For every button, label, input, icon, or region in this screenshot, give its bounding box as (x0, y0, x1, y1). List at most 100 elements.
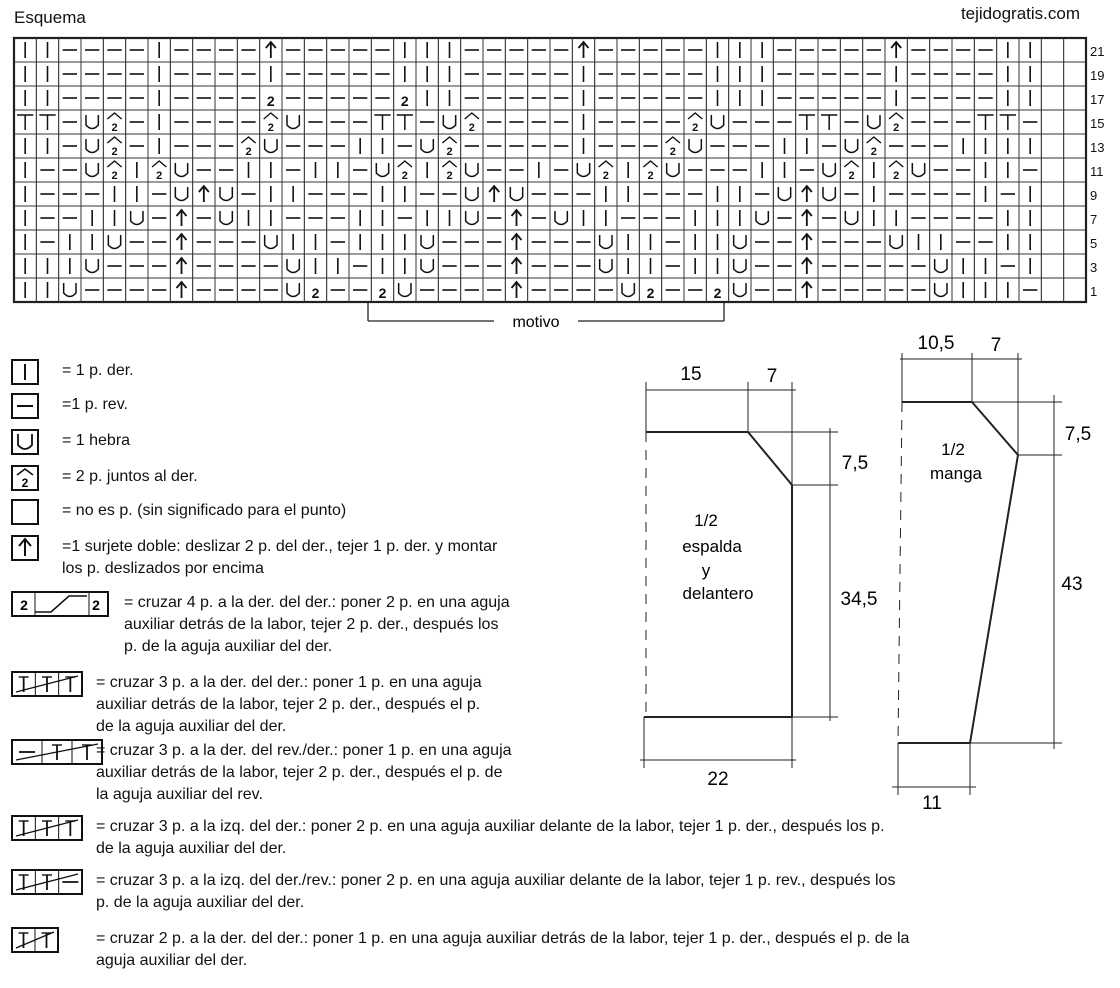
yarn-over-mark (822, 187, 837, 202)
legend-text: = cruzar 3 p. a la der. del der.: poner … (96, 674, 482, 735)
svg-text:2: 2 (871, 146, 877, 158)
legend-symbol-icon (11, 535, 39, 561)
yarn-over-mark (375, 163, 390, 178)
yarn-over-mark (732, 235, 747, 250)
body-dim-right-upper: 7,5 (842, 453, 868, 474)
legend-text: =1 surjete doble: deslizar 2 p. del der.… (62, 538, 498, 577)
yarn-over-mark (286, 259, 301, 274)
legend-text: = cruzar 2 p. a la der. del der.: poner … (96, 930, 910, 969)
legend-text: = 1 hebra (62, 432, 131, 449)
k2tog-mark (263, 112, 279, 120)
svg-text:2: 2 (446, 146, 452, 158)
yarn-over-mark (576, 163, 591, 178)
cable-mark: 2 (647, 285, 655, 301)
yarn-over-mark (107, 235, 122, 250)
yarn-over-mark (755, 211, 770, 226)
yarn-over-mark (777, 187, 792, 202)
k2tog-mark (665, 136, 681, 144)
yarn-over-mark (129, 211, 144, 226)
yarn-over-mark (397, 283, 412, 298)
yarn-over-mark (822, 163, 837, 178)
legend-symbol-icon (11, 815, 83, 841)
legend-symbol-icon (11, 927, 59, 953)
body-label-line3: y (702, 561, 711, 580)
body-label-line2: espalda (682, 537, 742, 556)
k2tog-mark (441, 136, 458, 144)
svg-text:2: 2 (647, 170, 653, 182)
yarn-over-mark (732, 259, 747, 274)
motivo-label: motivo (512, 314, 559, 331)
svg-text:2: 2 (402, 170, 408, 182)
chart-cell (1063, 277, 1087, 303)
svg-text:2: 2 (692, 122, 698, 134)
k2tog-mark (866, 136, 882, 144)
yarn-over-mark (598, 235, 613, 250)
k2tog-mark (642, 160, 659, 168)
svg-text:2: 2 (22, 476, 29, 490)
legend-symbol-icon (11, 671, 83, 697)
yarn-over-mark (174, 187, 189, 202)
body-dim-top-left: 15 (680, 364, 701, 385)
yarn-over-mark (263, 139, 278, 154)
body-schematic: 1/2 espalda y delantero 15 7 7,5 34,5 22 (640, 364, 877, 790)
yarn-over-mark (464, 163, 479, 178)
row-number: 1 (1090, 284, 1097, 299)
yarn-over-mark (286, 115, 301, 130)
cable-mark: 2 (379, 285, 387, 301)
k2tog-mark (888, 160, 904, 168)
svg-text:2: 2 (20, 597, 28, 613)
yarn-over-mark (219, 187, 234, 202)
body-label-line1: 1/2 (694, 511, 718, 530)
k2tog-mark (106, 160, 123, 168)
svg-text:2: 2 (268, 122, 274, 134)
yarn-over-mark (844, 139, 859, 154)
yarn-over-mark (420, 139, 435, 154)
cable-mark: 2 (312, 285, 320, 301)
row-number: 21 (1090, 44, 1104, 59)
legend-text: = cruzar 3 p. a la izq. del der.: poner … (96, 818, 885, 857)
sleeve-label-line1: 1/2 (941, 440, 965, 459)
legend-symbol-icon (11, 869, 83, 895)
k2tog-mark (240, 136, 257, 144)
row-number: 17 (1090, 92, 1104, 107)
svg-text:2: 2 (469, 122, 475, 134)
body-label-line4: delantero (683, 584, 754, 603)
legend-text: = 1 p. der. (62, 362, 134, 379)
row-number: 13 (1090, 140, 1104, 155)
body-dim-top-right: 7 (767, 366, 778, 387)
legend-symbol-icon (11, 359, 39, 385)
k2tog-mark (888, 112, 904, 120)
svg-text:2: 2 (893, 170, 899, 182)
sleeve-dim-right-upper: 7,5 (1065, 424, 1091, 445)
row-number: 15 (1090, 116, 1104, 131)
yarn-over-mark (688, 139, 703, 154)
yarn-over-mark (464, 187, 479, 202)
k2tog-mark (151, 160, 167, 168)
svg-text:2: 2 (446, 170, 452, 182)
svg-text:2: 2 (111, 122, 117, 134)
yarn-over-mark (85, 163, 100, 178)
row-number: 3 (1090, 260, 1097, 275)
row-number: 9 (1090, 188, 1097, 203)
sleeve-dim-top-left: 10,5 (918, 333, 955, 354)
k2tog-mark (687, 112, 703, 120)
yarn-over-mark (889, 235, 904, 250)
yarn-over-mark (85, 115, 100, 130)
yarn-over-mark (62, 283, 77, 298)
legend-text: = cruzar 4 p. a la der. del der.: poner … (124, 594, 510, 655)
row-number: 11 (1090, 164, 1104, 179)
yarn-over-mark (464, 211, 479, 226)
cable-mark: 2 (714, 285, 722, 301)
yarn-over-mark (844, 211, 859, 226)
yarn-over-mark (85, 259, 100, 274)
yarn-over-mark (710, 115, 725, 130)
yarn-over-mark (554, 211, 569, 226)
k2tog-mark (397, 160, 413, 168)
svg-text:2: 2 (245, 146, 251, 158)
row-number: 7 (1090, 212, 1097, 227)
legend-text: = no es p. (sin significado para el punt… (62, 502, 347, 519)
site-name: tejidogratis.com (960, 4, 1080, 23)
legend-symbol-icon (11, 739, 103, 765)
